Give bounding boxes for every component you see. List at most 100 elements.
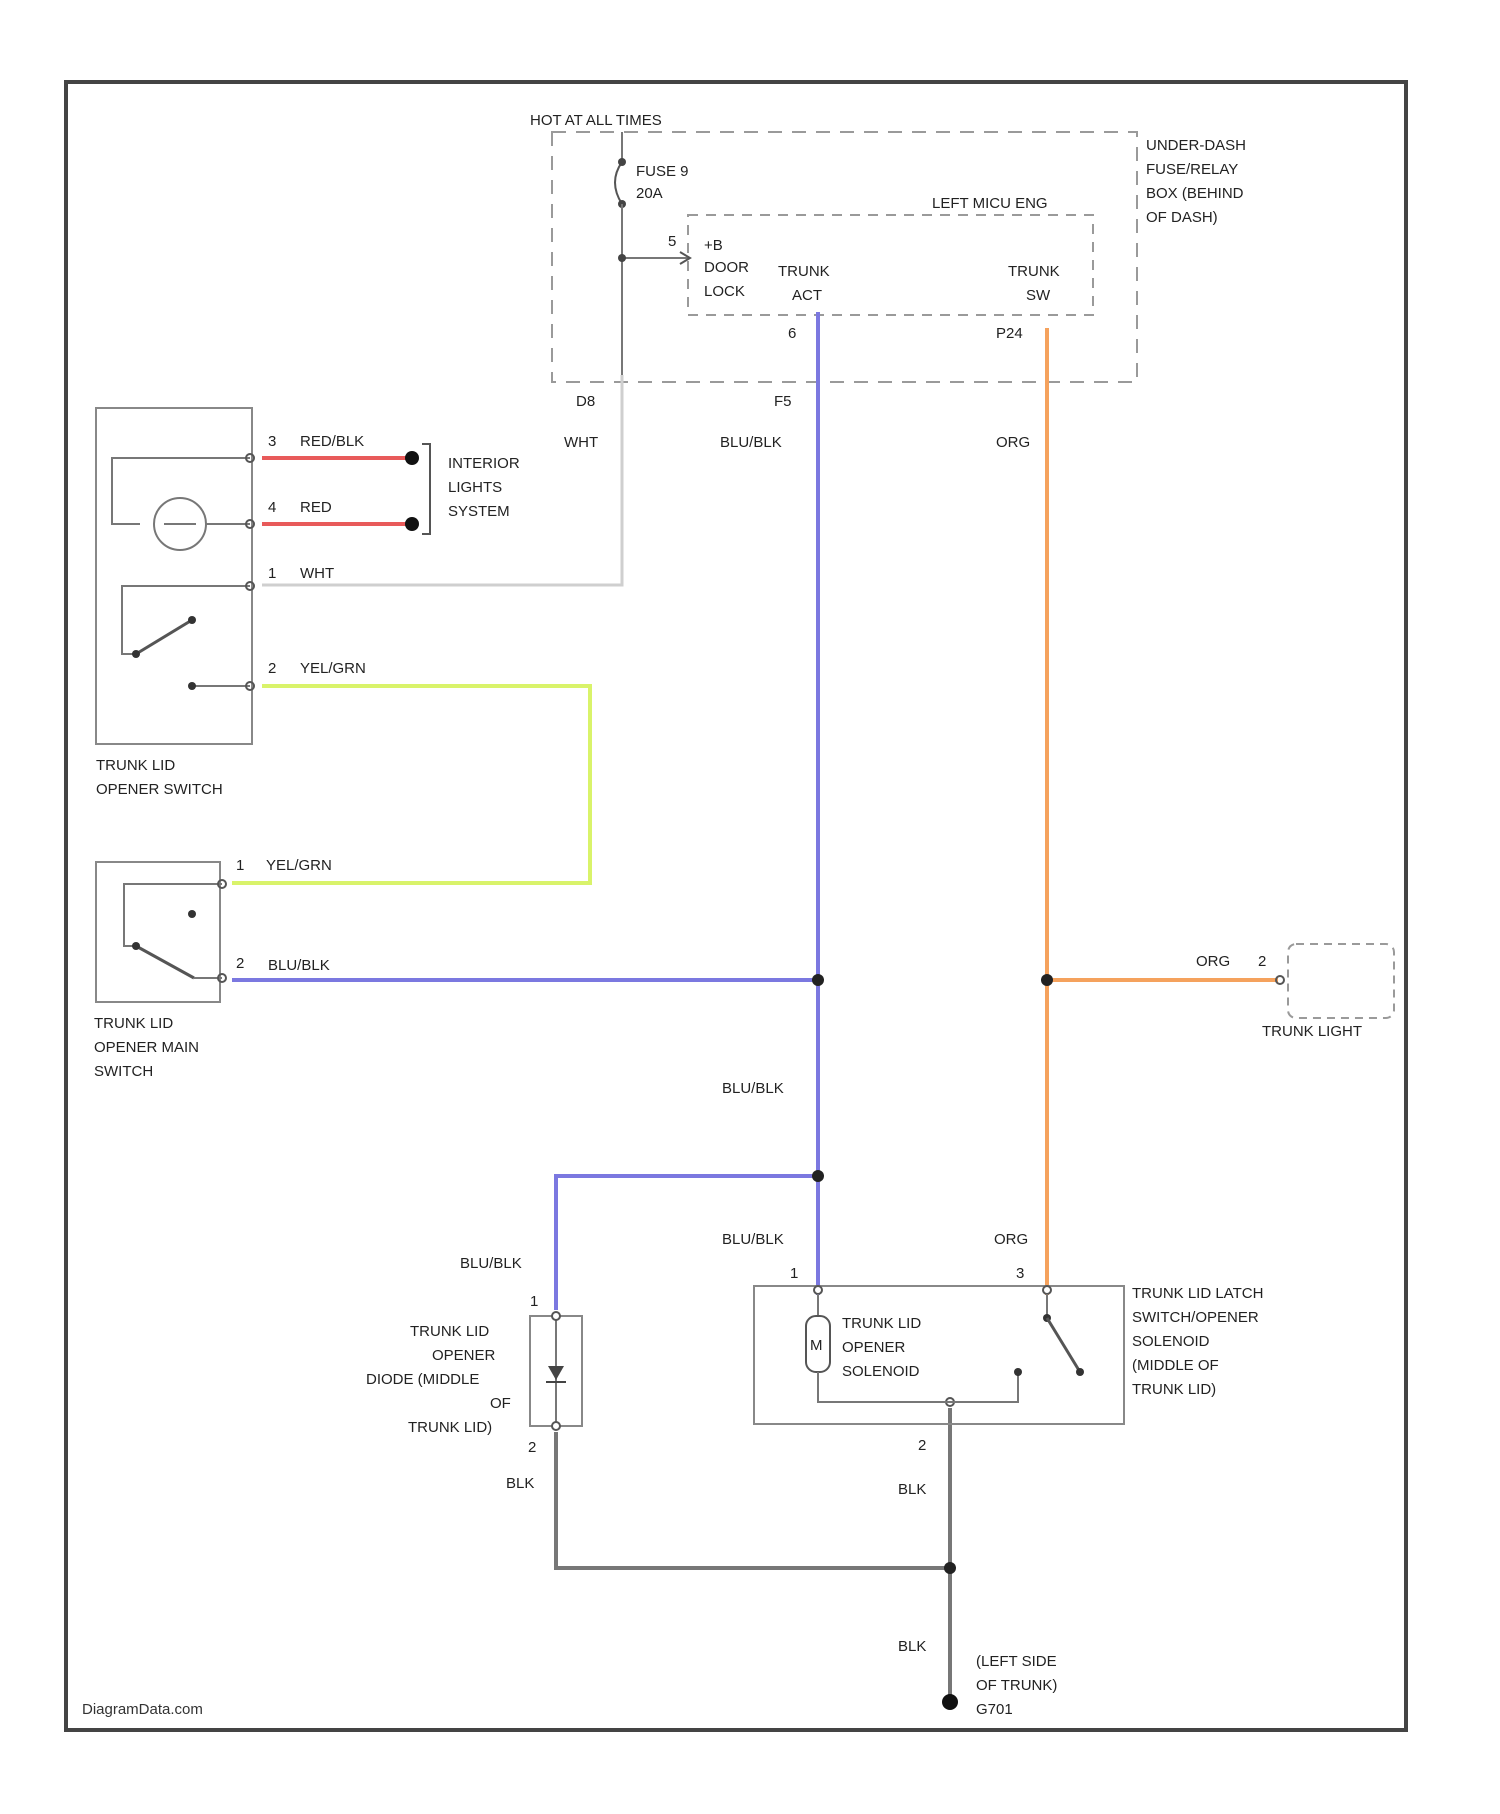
- hot-at-all-times-label: HOT AT ALL TIMES: [530, 112, 662, 129]
- wire-label-blu-blk: BLU/BLK: [268, 957, 330, 974]
- interior-bracket: [422, 444, 430, 534]
- interior-label-2: LIGHTS: [448, 479, 502, 496]
- wire-wht: [262, 375, 622, 585]
- switch-terminal: [188, 910, 196, 918]
- internal-wiring: [124, 884, 222, 946]
- ground-label-3: G701: [976, 1701, 1013, 1718]
- wire-label-blu-blk: BLU/BLK: [722, 1231, 784, 1248]
- solenoid-label-3: SOLENOID: [842, 1363, 920, 1380]
- connector-pin: [814, 1286, 822, 1294]
- diode-label-3: DIODE (MIDDLE: [366, 1371, 479, 1388]
- fuse-label-2: 20A: [636, 185, 663, 202]
- trunk-light-label: TRUNK LIGHT: [1262, 1023, 1362, 1040]
- micu-trunk-act-label-2: ACT: [792, 287, 822, 304]
- wire-label-blk: BLK: [898, 1481, 926, 1498]
- latch-label-1: TRUNK LID LATCH: [1132, 1285, 1263, 1302]
- diode-label-1: TRUNK LID: [410, 1323, 489, 1340]
- trunk-light-pin: 2: [1258, 953, 1266, 970]
- d8-connector-label: D8: [576, 393, 595, 410]
- wire-end-dot: [405, 451, 419, 465]
- opener-switch-pin: 2: [268, 660, 276, 677]
- micu-trunk-sw-label-1: TRUNK: [1008, 263, 1060, 280]
- latch-label-3: SOLENOID: [1132, 1333, 1210, 1350]
- switch-contact-icon: [136, 946, 194, 978]
- underdash-label-4: OF DASH): [1146, 209, 1218, 226]
- micu-plusb-label: +B: [704, 237, 723, 254]
- wire-label-blk: BLK: [898, 1638, 926, 1655]
- trunk-light-box: [1288, 944, 1394, 1018]
- internal-wiring: [122, 586, 250, 654]
- main-switch-label-3: SWITCH: [94, 1063, 153, 1080]
- junction-dot: [812, 974, 824, 986]
- interior-label-3: SYSTEM: [448, 503, 510, 520]
- wire-label-org: ORG: [1196, 953, 1230, 970]
- micu-lock-label: LOCK: [704, 283, 745, 300]
- wire-label-org: ORG: [994, 1231, 1028, 1248]
- f5-connector-label: F5: [774, 393, 792, 410]
- latch-pin: 1: [790, 1265, 798, 1282]
- latch-label-5: TRUNK LID): [1132, 1381, 1216, 1398]
- latch-pin: 3: [1016, 1265, 1024, 1282]
- opener-switch-label-2: OPENER SWITCH: [96, 781, 223, 798]
- junction-dot: [1041, 974, 1053, 986]
- connector-pin: [1043, 1286, 1051, 1294]
- diode-label-5: TRUNK LID): [408, 1419, 492, 1436]
- diode-icon: [548, 1366, 564, 1380]
- wire-label-blu-blk: BLU/BLK: [720, 434, 782, 451]
- junction-dot: [812, 1170, 824, 1182]
- wire-label-org: ORG: [996, 434, 1030, 451]
- opener-switch-pin: 3: [268, 433, 276, 450]
- connector-pin: [552, 1312, 560, 1320]
- switch-terminal: [132, 942, 140, 950]
- fuse-label-1: FUSE 9: [636, 163, 689, 180]
- wire-label-wht: WHT: [564, 434, 598, 451]
- solenoid-label-1: TRUNK LID: [842, 1315, 921, 1332]
- internal-wiring: [112, 458, 250, 524]
- diode-pin: 1: [530, 1293, 538, 1310]
- solenoid-label-2: OPENER: [842, 1339, 906, 1356]
- wire-label-blu-blk: BLU/BLK: [722, 1080, 784, 1097]
- opener-switch-pin: 4: [268, 499, 276, 516]
- switch-contact-icon: [136, 620, 192, 654]
- junction-dot: [944, 1562, 956, 1574]
- watermark: DiagramData.com: [82, 1701, 203, 1718]
- wire-label-yel-grn: YEL/GRN: [300, 660, 366, 677]
- switch-terminal: [132, 650, 140, 658]
- underdash-label-3: BOX (BEHIND: [1146, 185, 1244, 202]
- micu-title: LEFT MICU ENG: [932, 195, 1048, 212]
- wire-label-yel-grn: YEL/GRN: [266, 857, 332, 874]
- switch-terminal: [1014, 1368, 1022, 1376]
- opener-switch-label-1: TRUNK LID: [96, 757, 175, 774]
- main-switch-pin: 2: [236, 955, 244, 972]
- wire-label-blk: BLK: [506, 1475, 534, 1492]
- micu-pin-plusb: 5: [668, 233, 676, 250]
- wire-end-dot: [405, 517, 419, 531]
- diagram-frame: [66, 82, 1406, 1730]
- connector-pin: [552, 1422, 560, 1430]
- ground-label-1: (LEFT SIDE: [976, 1653, 1057, 1670]
- wire-label-red: RED: [300, 499, 332, 516]
- fuse-terminal: [618, 158, 626, 166]
- underdash-label-1: UNDER-DASH: [1146, 137, 1246, 154]
- wire-blk-diode: [556, 1432, 950, 1568]
- junction-dot: [618, 254, 626, 262]
- wire-label-wht-2: WHT: [300, 565, 334, 582]
- diode-label-4: OF: [490, 1395, 511, 1412]
- fuse-9-symbol: [615, 162, 622, 204]
- switch-terminal: [1076, 1368, 1084, 1376]
- interior-label-1: INTERIOR: [448, 455, 520, 472]
- micu-pin-sw: P24: [996, 325, 1023, 342]
- wire-yel-grn: [232, 686, 590, 883]
- ground-label-2: OF TRUNK): [976, 1677, 1057, 1694]
- switch-terminal: [188, 682, 196, 690]
- diode-pin: 2: [528, 1439, 536, 1456]
- latch-switch-icon: [1047, 1318, 1080, 1372]
- micu-trunk-act-label-1: TRUNK: [778, 263, 830, 280]
- diode-label-2: OPENER: [432, 1347, 496, 1364]
- main-switch-label-2: OPENER MAIN: [94, 1039, 199, 1056]
- underdash-label-2: FUSE/RELAY: [1146, 161, 1238, 178]
- wire-label-red-blk: RED/BLK: [300, 433, 364, 450]
- micu-door-label: DOOR: [704, 259, 749, 276]
- latch-label-2: SWITCH/OPENER: [1132, 1309, 1259, 1326]
